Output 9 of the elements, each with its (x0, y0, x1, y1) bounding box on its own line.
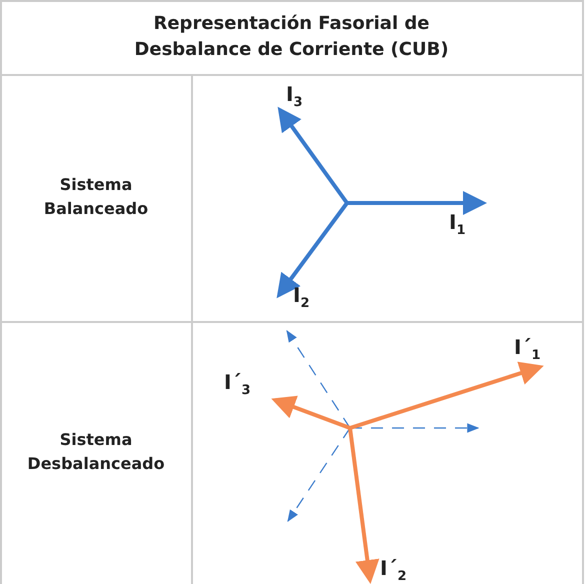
phasor-label: I$_{3}$ (286, 82, 302, 110)
phasor-label: I´$_{3}$ (224, 370, 250, 398)
title: Representación Fasorial de Desbalance de Corriente (CUB) (133, 12, 450, 62)
row-header: Sistema Desbalanceado (26, 429, 166, 475)
phasor-label: I$_{1}$ (449, 210, 466, 238)
phasor-label: I$_{2}$ (293, 283, 310, 311)
phasor-label: I´$_{2}$ (380, 556, 406, 584)
row-header: Sistema Balanceado (42, 174, 150, 220)
phasor-label: I´$_{1}$ (514, 335, 540, 363)
